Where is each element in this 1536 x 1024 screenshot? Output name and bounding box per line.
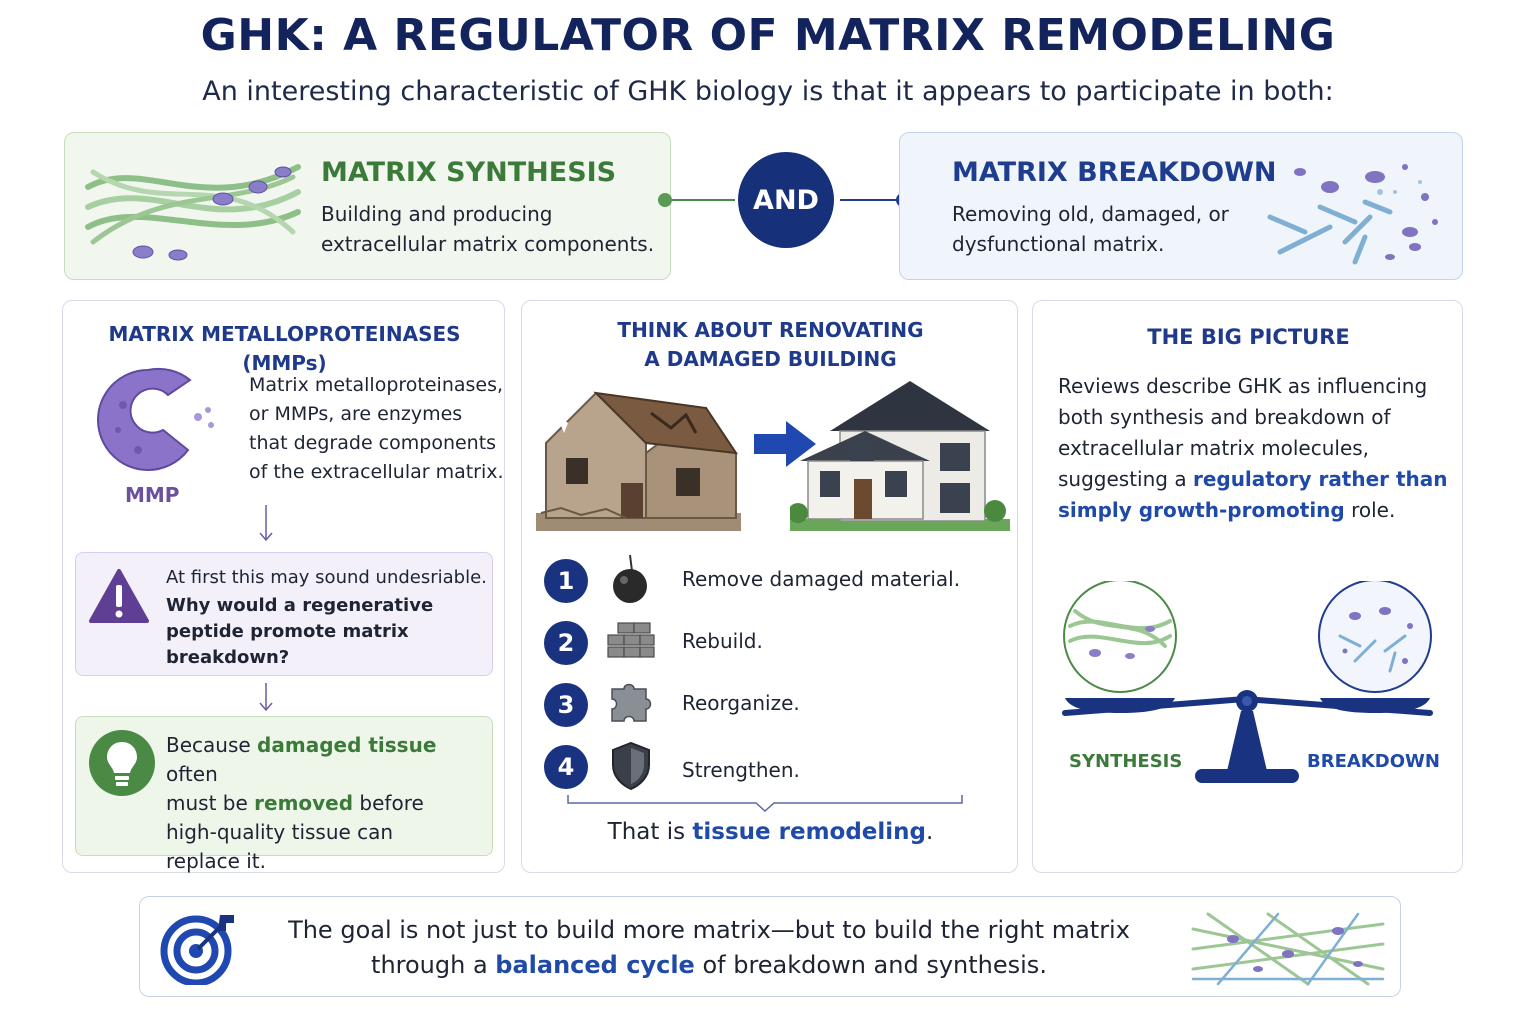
question-line-1: Why would a regenerative [166, 595, 434, 616]
and-badge: AND [738, 152, 834, 248]
fragmented-matrix-icon [1267, 164, 1438, 265]
step-number-2: 2 [544, 621, 588, 665]
mmp-desc-line-1: Matrix metalloproteinases, [249, 374, 504, 396]
question-line-3: breakdown? [166, 647, 290, 668]
footer-line-2: through a balanced cycle of breakdown an… [371, 951, 1047, 979]
answer-line-3: high-quality tissue can [166, 820, 394, 844]
mmp-desc-line-3: that degrade components [249, 432, 497, 454]
shield-icon [612, 741, 650, 791]
highlight-tissue-remodeling: tissue remodeling [692, 819, 927, 845]
warning-icon [89, 569, 149, 623]
step-text-3: Reorganize. [682, 691, 800, 715]
big-picture-line-5: simply growth-promoting role. [1058, 498, 1396, 522]
big-picture-title: THE BIG PICTURE [1147, 325, 1350, 349]
answer-line-1: Because damaged tissue often [166, 733, 437, 786]
wrecking-ball-icon [613, 554, 647, 603]
step-text-2: Rebuild. [682, 629, 763, 653]
arrow-down-icon [259, 505, 273, 542]
footer-line-1: The goal is not just to build more matri… [288, 916, 1130, 944]
step-number-4: 4 [544, 745, 588, 789]
bricks-icon [607, 622, 655, 658]
highlight-removed: removed [254, 791, 354, 815]
puzzle-icon [611, 683, 652, 722]
damaged-house-illustration [536, 391, 741, 531]
arrow-down-icon-2 [259, 683, 273, 712]
breakdown-title: MATRIX BREAKDOWN [952, 157, 1277, 188]
mmp-title: MATRIX METALLOPROTEINASES (MMPs) [108, 322, 461, 375]
scale-label-synthesis: SYNTHESIS [1069, 751, 1183, 772]
page-title: GHK: A REGULATOR OF MATRIX REMODELING [200, 10, 1336, 61]
lightbulb-icon [89, 730, 155, 796]
renovation-conclusion: That is tissue remodeling. [607, 819, 934, 845]
renovation-title-line-2: A DAMAGED BUILDING [644, 347, 897, 371]
mmp-enzyme-icon [97, 367, 214, 471]
breakdown-card: MATRIX BREAKDOWN Removing old, damaged, … [899, 132, 1463, 280]
renovation-title: THINK ABOUT RENOVATING A DAMAGED BUILDIN… [522, 316, 1019, 374]
fiber-network-icon [85, 164, 301, 261]
breakdown-line-2: dysfunctional matrix. [952, 232, 1165, 256]
answer-line-4: replace it. [166, 849, 267, 873]
renovation-title-line-1: THINK ABOUT RENOVATING [617, 318, 924, 342]
mmp-icon-label: MMP [125, 483, 180, 507]
question-bold: Why would a regenerative peptide promote… [166, 593, 433, 671]
target-icon [160, 915, 234, 985]
mmp-desc-line-4: of the extracellular matrix. [249, 461, 504, 483]
synthesis-line-2: extracellular matrix components. [321, 232, 655, 256]
question-intro: At first this may sound undesriable. [166, 567, 487, 588]
highlight-damaged-tissue: damaged tissue [257, 733, 437, 757]
step-number-1: 1 [544, 559, 588, 603]
footer-banner: The goal is not just to build more matri… [139, 896, 1401, 997]
question-box: At first this may sound undesriable. Why… [75, 552, 493, 676]
big-picture-line-1: Reviews describe GHK as influencing [1058, 374, 1428, 398]
bracket-line [567, 795, 963, 813]
renovation-card: THINK ABOUT RENOVATING A DAMAGED BUILDIN… [521, 300, 1018, 873]
synthesis-line-1: Building and producing [321, 202, 553, 226]
footer-text: The goal is not just to build more matri… [260, 913, 1158, 983]
answer-line-2: must be removed before [166, 791, 424, 815]
big-picture-line-2: both synthesis and breakdown of [1058, 405, 1391, 429]
big-picture-text: Reviews describe GHK as influencing both… [1058, 371, 1448, 526]
step-text-4: Strengthen. [682, 758, 800, 782]
synthesis-title: MATRIX SYNTHESIS [321, 157, 617, 188]
highlight-balanced-cycle: balanced cycle [495, 951, 695, 979]
big-picture-card: THE BIG PICTURE Reviews describe GHK as … [1032, 300, 1463, 873]
scale-label-breakdown: BREAKDOWN [1307, 751, 1440, 772]
page-subtitle: An interesting characteristic of GHK bio… [202, 76, 1334, 107]
answer-box: Because damaged tissue often must be rem… [75, 716, 493, 873]
question-line-2: peptide promote matrix [166, 621, 409, 642]
step-text-1: Remove damaged material. [682, 567, 961, 591]
mmp-desc-line-2: or MMPs, are enzymes [249, 403, 463, 425]
synthesis-card: MATRIX SYNTHESIS Building and producing … [64, 132, 671, 280]
highlight-growth-promoting: simply growth-promoting [1058, 498, 1345, 522]
answer-text: Because damaged tissue often must be rem… [166, 731, 492, 876]
renovated-house-illustration [790, 381, 1010, 531]
highlight-regulatory: regulatory rather than [1192, 467, 1448, 491]
big-picture-line-3: extracellular matrix molecules, [1058, 436, 1370, 460]
arrow-right-icon [754, 421, 816, 467]
breakdown-line-1: Removing old, damaged, or [952, 202, 1229, 226]
big-picture-line-4: suggesting a regulatory rather than [1058, 467, 1448, 491]
balance-scale-illustration [1062, 581, 1433, 783]
mmp-card: MATRIX METALLOPROTEINASES (MMPs) MMP Mat… [62, 300, 505, 873]
step-number-3: 3 [544, 683, 588, 727]
mmp-description: Matrix metalloproteinases, or MMPs, are … [249, 371, 504, 487]
matrix-mesh-icon [1191, 912, 1385, 986]
